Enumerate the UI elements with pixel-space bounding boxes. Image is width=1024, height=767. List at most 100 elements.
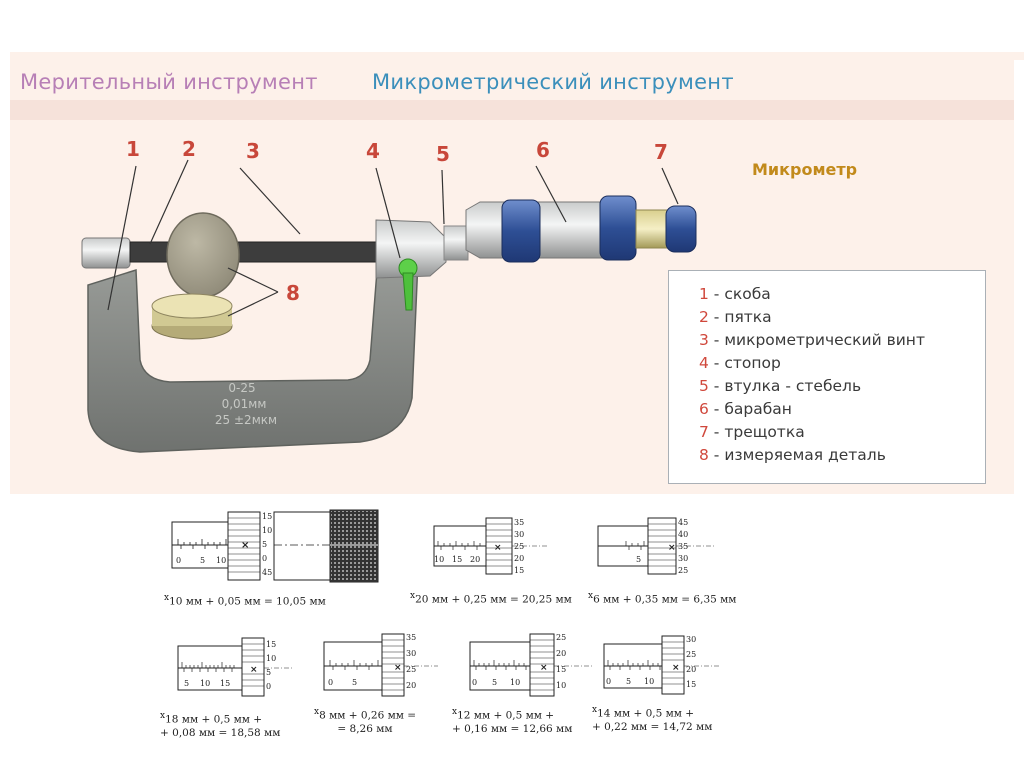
thimble-label: 30 [686,635,696,644]
sleeve-label: 10 [644,677,654,686]
svg-text:×: × [241,540,249,551]
thimble-label: 15 [514,566,524,575]
thimble-label: 10 [556,681,566,690]
thimble-label: 20 [556,649,566,658]
thimble-label: 35 [406,633,416,642]
reading-diagram-3: 5 × 45 40 35 30 25 [597,517,714,575]
thimble-label: 25 [514,542,524,551]
frame-marking-accuracy: 25 ±2мкм [215,413,277,427]
thimble-label: 25 [406,665,416,674]
svg-text:×: × [394,663,402,673]
part-number-3: 3 [246,139,260,163]
part-number-7: 7 [654,140,668,164]
sleeve-label: 5 [626,677,631,686]
title-underline-band [10,100,1024,120]
svg-text:×: × [540,663,548,673]
legend-item: 2 - пятка [699,308,772,326]
ratchet-brass [635,209,669,249]
thimble [465,201,621,259]
thimble-label: 30 [678,554,688,563]
part-number-2: 2 [182,137,196,161]
thimble-label: 15 [262,512,272,521]
sleeve-label: 10 [510,678,520,687]
micrometer-illustration: 0-25 0,01мм 25 ±2мкм [81,159,697,453]
sleeve-label: 0 [472,678,477,687]
thimble-label: 25 [556,633,566,642]
thimble-label: 5 [262,540,267,549]
measured-disc-front [166,212,240,298]
thimble-label: 35 [514,518,524,527]
sleeve-label: 15 [452,555,462,564]
svg-text:×: × [668,543,676,553]
thimble-label: 30 [514,530,524,539]
thimble-label: 5 [266,668,271,677]
sleeve-label: 0 [328,678,333,687]
sleeve-label: 5 [636,555,641,564]
reading-caption-3: x6 мм + 0,35 мм = 6,35 мм [588,591,737,606]
reading-caption-1: x10 мм + 0,05 мм = 10,05 мм [164,593,326,608]
thimble-label: 0 [262,554,267,563]
thimble-label: 20 [686,665,696,674]
thimble-label: 15 [686,680,696,689]
reading-diagram-7: 0 5 10 × 30 25 20 15 [603,635,720,695]
thimble-label: 15 [556,665,566,674]
thimble-label: 40 [678,530,688,539]
callout-lines [107,159,679,317]
legend-item: 6 - барабан [699,400,792,418]
sleeve-label: 10 [200,679,210,688]
ratchet-knurl [665,205,697,253]
thimble-label: 20 [406,681,416,690]
anvil-housing [81,237,131,269]
reading-diagram-6: 0 5 10 × 25 20 15 10 [469,633,592,697]
title-micrometric-instrument: Микрометрический инструмент [372,70,734,94]
sleeve-label: 5 [492,678,497,687]
sleeve-label: 10 [434,555,444,564]
thimble-label: 20 [514,554,524,563]
reading-diagram-5: 0 5 × 35 30 25 20 [323,633,438,697]
svg-text:×: × [672,663,680,673]
knurl-ring-2 [599,195,637,261]
parts-legend: 1 - скоба 2 - пятка 3 - микрометрический… [668,270,986,484]
reading-diagram-1: 0 5 10 × 15 10 5 0 45 [171,509,379,583]
part-number-6: 6 [536,138,550,162]
legend-item: 7 - трещотка [699,423,805,441]
thimble-label: 10 [266,654,276,663]
thimble-label: 0 [266,682,271,691]
thimble-label: 45 [678,518,688,527]
legend-item: 8 - измеряемая деталь [699,446,886,464]
reading-diagram-2: 10 15 20 × 35 30 25 20 15 [433,517,548,575]
thimble-label: 45 [262,568,272,577]
measured-part-top [151,293,233,319]
reading-caption-4: x18 мм + 0,5 мм ++ 0,08 мм = 18,58 мм [160,711,281,739]
title-measuring-instrument: Мерительный инструмент [20,70,318,94]
frame-marking-range: 0-25 [228,381,255,395]
sleeve-label: 10 [216,556,226,565]
reading-caption-2: x20 мм + 0,25 мм = 20,25 мм [410,591,572,606]
sleeve-label: 0 [176,556,181,565]
knurl-ring-1 [501,199,541,263]
reading-caption-6: x12 мм + 0,5 мм ++ 0,16 мм = 12,66 мм [452,707,573,735]
sleeve-label: 15 [220,679,230,688]
reading-caption-5: x8 мм + 0,26 мм = = 8,26 мм [314,707,417,735]
thimble-label: 25 [678,566,688,575]
legend-item: 1 - скоба [699,285,771,303]
slide-top-margin [0,0,1024,52]
sleeve-label: 5 [200,556,205,565]
svg-text:×: × [250,665,258,675]
part-number-1: 1 [126,137,140,161]
device-name: Микрометр [752,160,858,179]
legend-item: 3 - микрометрический винт [699,331,925,349]
reading-caption-7: x14 мм + 0,5 мм ++ 0,22 мм = 14,72 мм [592,705,713,733]
svg-text:×: × [494,543,502,553]
sleeve-label: 0 [606,677,611,686]
thimble-label: 30 [406,649,416,658]
legend-item: 5 - втулка - стебель [699,377,862,395]
part-number-4: 4 [366,139,380,163]
thimble-label: 25 [686,650,696,659]
thimble-label: 15 [266,640,276,649]
sleeve-label: 5 [352,678,357,687]
thimble-label: 35 [678,542,688,551]
thimble-label: 10 [262,526,272,535]
legend-item: 4 - стопор [699,354,781,372]
frame-bracket [87,257,419,453]
